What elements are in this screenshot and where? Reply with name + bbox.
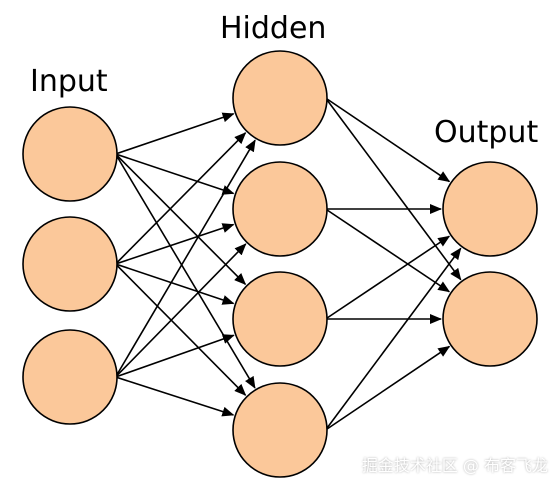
edge-input-1-to-hidden-2 xyxy=(115,153,235,195)
edge-hidden-1-to-output-1 xyxy=(325,97,451,183)
connections-group xyxy=(114,97,462,431)
edge-input-2-to-hidden-4 xyxy=(115,263,247,396)
edge-hidden-4-to-output-2 xyxy=(325,345,451,431)
edge-input-1-to-hidden-4 xyxy=(114,153,256,389)
input-node-2 xyxy=(22,216,118,312)
input-layer-label: Input xyxy=(30,64,108,99)
hidden-layer-label: Hidden xyxy=(220,11,326,46)
edge-input-2-to-hidden-3 xyxy=(115,263,235,305)
hidden-node-1 xyxy=(232,50,328,146)
edge-input-1-to-hidden-1 xyxy=(115,112,235,155)
hidden-node-2 xyxy=(232,161,328,257)
edge-hidden-2-to-output-2 xyxy=(325,208,451,293)
edge-hidden-4-to-output-1 xyxy=(324,247,462,431)
output-node-2 xyxy=(442,271,538,367)
edge-hidden-3-to-output-1 xyxy=(325,235,451,320)
edge-input-3-to-hidden-3 xyxy=(115,334,235,378)
input-node-3 xyxy=(22,329,118,425)
edge-input-2-to-hidden-2 xyxy=(115,223,235,265)
edge-hidden-1-to-output-2 xyxy=(324,97,462,281)
edge-input-3-to-hidden-2 xyxy=(115,243,247,378)
hidden-node-4 xyxy=(232,382,328,478)
output-node-1 xyxy=(442,161,538,257)
input-node-1 xyxy=(22,106,118,202)
neurons-group xyxy=(22,50,538,478)
edge-input-1-to-hidden-3 xyxy=(115,153,247,285)
edge-input-3-to-hidden-1 xyxy=(114,139,256,378)
output-layer-label: Output xyxy=(434,115,538,150)
edge-input-2-to-hidden-1 xyxy=(115,132,247,265)
watermark: 掘金技术社区 @ 布客飞龙 xyxy=(361,456,548,475)
edge-input-3-to-hidden-4 xyxy=(115,376,235,417)
hidden-node-3 xyxy=(232,271,328,367)
